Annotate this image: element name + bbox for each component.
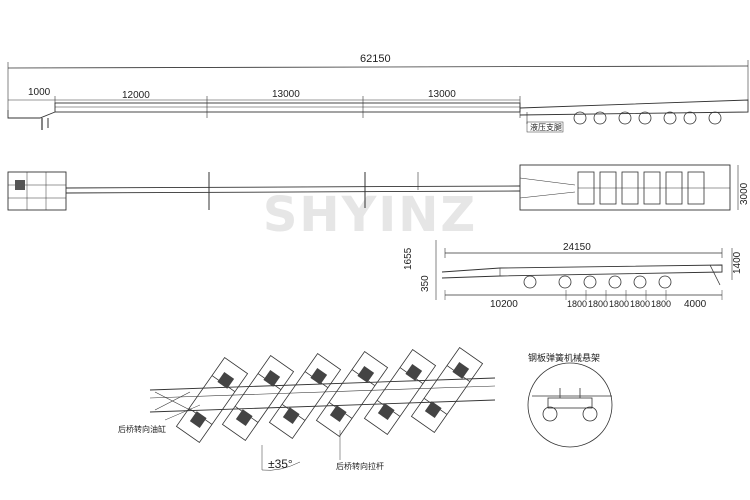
width-label: 3000 xyxy=(739,182,750,205)
steering-cylinder-label: 后桥转向油缸 xyxy=(118,425,166,434)
steering-view xyxy=(149,347,496,471)
steering-rod-label: 后桥转向拉杆 xyxy=(336,462,384,471)
suspension-title: 钢板弹簧机械悬架 xyxy=(528,354,601,364)
height-deck-label: 1400 xyxy=(732,251,743,274)
brand-watermark: SHYINZ xyxy=(262,187,478,243)
rear-section-view xyxy=(435,240,733,300)
height-low-label: 350 xyxy=(420,275,431,292)
hydraulic-leg-label: 液压支腿 xyxy=(530,123,562,132)
dim-axle-2-label: 1800 xyxy=(588,299,609,309)
rear-length-label: 24150 xyxy=(563,242,591,253)
top-view xyxy=(7,164,739,211)
dim-axle-3-label: 1800 xyxy=(609,299,630,309)
steering-angle-label: ±35° xyxy=(268,457,293,471)
overall-length-label: 62150 xyxy=(360,53,391,65)
height-total-label: 1655 xyxy=(403,247,414,270)
side-view xyxy=(7,60,749,133)
segment-2-label: 12000 xyxy=(122,90,150,101)
dim-axle-4-label: 1800 xyxy=(630,299,651,309)
dim-axle-5-label: 1800 xyxy=(651,299,672,309)
segment-3-label: 13000 xyxy=(272,89,300,100)
segment-4-label: 13000 xyxy=(428,89,456,100)
suspension-detail xyxy=(527,362,613,448)
segment-1-label: 1000 xyxy=(28,87,51,98)
dim-front-label: 10200 xyxy=(490,299,518,310)
dim-axle-1-label: 1800 xyxy=(567,299,588,309)
dim-rear-label: 4000 xyxy=(684,299,707,310)
